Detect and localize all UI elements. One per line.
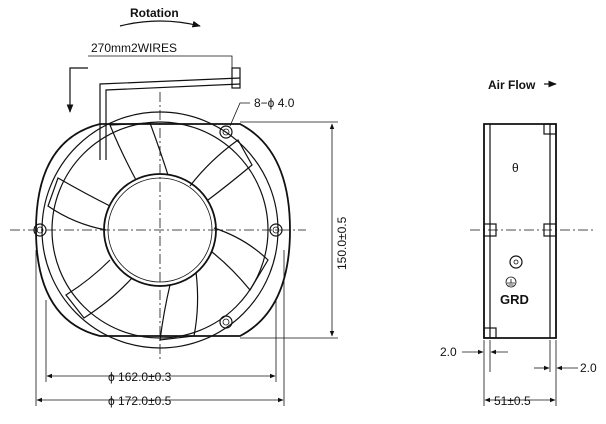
dia-outer-label: ϕ 172.0±0.5 [108,394,172,408]
side-small-mark: θ [512,161,519,175]
front-view: Rotation 270mm2WIRES [10,6,349,408]
ground-terminal [509,255,523,269]
air-flow-label: Air Flow [488,78,536,92]
rotation-label: Rotation [130,6,179,20]
side-body [483,123,557,339]
fan-blades [47,122,269,341]
depth-label: 51±0.5 [494,394,531,408]
holes-label: 8−ϕ 4.0 [254,96,295,110]
rotation-arrow-icon [119,20,201,28]
height-dimension-label: 150.0±0.5 [335,216,349,270]
ground-icon [505,276,517,288]
dia-inner-label: ϕ 162.0±0.3 [108,370,172,384]
wires-label: 270mm2WIRES [91,41,177,55]
grd-label: GRD [500,292,529,307]
wire-bundle [99,77,241,160]
side-view: Air Flow θ GRD 2.0 [440,78,597,408]
offset-right-label: 2.0 [580,361,597,375]
offset-left-label: 2.0 [440,345,457,359]
wire-leader-arrow [66,67,88,113]
